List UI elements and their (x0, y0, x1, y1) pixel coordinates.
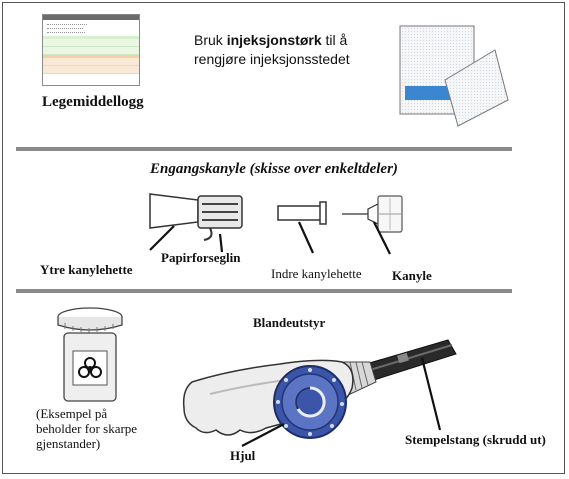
wheel-label: Hjul (230, 448, 256, 463)
plunger-rod (365, 339, 457, 381)
mixing-device-title: Blandeutstyr (253, 315, 326, 330)
caption-line-1: (Eksempel på (36, 406, 108, 421)
needle-section-title: Engangskanyle (skisse over enkeltdeler) (150, 161, 398, 177)
medication-log-thumbnail (42, 14, 140, 86)
section-divider-2 (16, 289, 512, 293)
biohazard-icon (78, 357, 102, 378)
outer-needle-cap-illustration (149, 193, 243, 253)
needle-illustration (342, 195, 403, 255)
mixing-device-illustration (182, 339, 457, 447)
needle-label: Kanyle (392, 268, 432, 283)
sharps-container-caption: (Eksempel på beholder for skarpe gjensta… (36, 406, 137, 451)
inner-needle-cap-label: Indre kanylehette (271, 266, 362, 281)
inner-needle-cap-illustration (277, 201, 327, 254)
sharps-container-illustration (57, 307, 123, 402)
plunger-rod-label: Stempelstang (skrudd ut) (405, 432, 546, 447)
wipe-instruction: Bruk injeksjonstørk til å rengjøre injek… (194, 32, 350, 67)
medication-log-title: Legemiddellogg (42, 94, 144, 110)
swab-packets-illustration (399, 25, 509, 127)
paper-seal-label: Papirforseglin (161, 250, 241, 265)
outer-needle-cap-label: Ytre kanylehette (40, 262, 133, 277)
caption-line-3: gjenstander) (36, 436, 101, 451)
section-divider-1 (16, 147, 512, 151)
caption-line-2: beholder for skarpe (36, 421, 138, 436)
wheel-icon (273, 365, 347, 439)
swab-packet-front (444, 49, 509, 127)
